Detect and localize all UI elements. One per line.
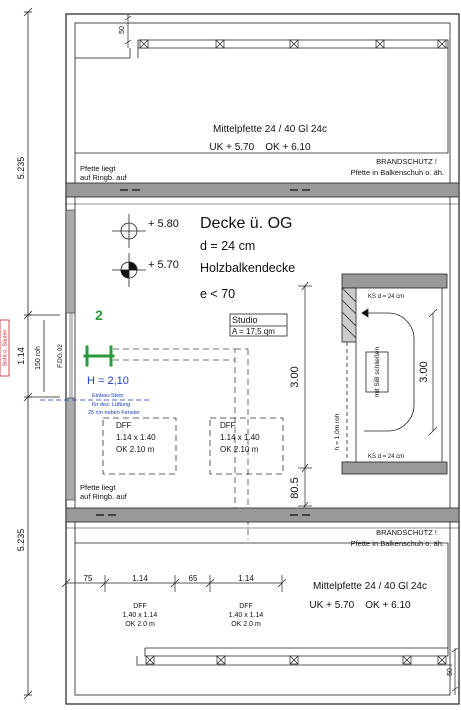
pfette-bottom-note-2: auf Ringb. auf (80, 492, 128, 501)
einbau-note-2: für dez. Lüftung (92, 402, 130, 408)
opening-dimensions (298, 281, 312, 511)
roof-window-4-label: DFF (239, 603, 253, 610)
ks-top-label: KS d = 24 cm (368, 294, 404, 300)
dim-bottom-114b: 1.14 (238, 574, 254, 583)
roof-window-1-ok: OK 2.10 m (116, 445, 155, 454)
top-purlin-posts (139, 39, 447, 49)
bottom-purlin-outline (75, 542, 452, 666)
left-wall-hatch (65, 209, 76, 501)
red-tag: Sicht o. Säulen (0, 319, 10, 377)
roof-window-2-ok: OK 2.10 m (220, 445, 259, 454)
beam-spacing: e < 70 (200, 287, 235, 301)
dim-bottom-65: 65 (189, 574, 198, 583)
dim-bottom-114a: 1.14 (132, 574, 148, 583)
top-small-dim (124, 14, 132, 48)
dim-bottom-small: 50 (447, 668, 454, 676)
bottom-purlin-posts (145, 655, 447, 665)
brandschutz-bottom-1: BRANDSCHUTZ ! (376, 528, 437, 537)
ks-bottom-label: KS d = 24 cm (368, 454, 404, 460)
stair-right-dim (428, 308, 438, 436)
outer-walls (65, 13, 460, 705)
dim-top-small: 50 (119, 26, 126, 34)
einbau-note-1: Einbau-Stein (92, 393, 124, 399)
brandschutz-top-1: BRANDSCHUTZ ! (376, 157, 437, 166)
pfette-bottom-note-1: Pfette liegt (80, 483, 116, 492)
top-beam-band (65, 182, 460, 205)
roof-window-2: DFF 1.14 x 1.40 OK 2.10 m (209, 417, 284, 475)
roof-window-3: DFF 1.40 x 1.14 OK 2.0 m (123, 603, 158, 628)
dim-left-mid: 1.14 (16, 347, 26, 365)
dim-window-rough: 150 roh (35, 346, 42, 370)
window-tag: F.DG.02 (57, 344, 64, 368)
dim-opening-height: 3.00 (289, 366, 301, 387)
level-marker-top (112, 214, 146, 248)
roof-window-1-label: DFF (116, 421, 132, 430)
top-purlin-levels: UK + 5.70 OK + 6.10 (209, 142, 311, 153)
bottom-beam-band (65, 507, 460, 529)
stair-height-note: h = 1,0m roh (334, 413, 341, 450)
roof-window-3-ok: OK 2.0 m (125, 621, 155, 628)
roof-window-1: DFF 1.14 x 1.40 OK 2.10 m (102, 417, 177, 475)
brandschutz-bottom-2: Pfette in Balkenschuh o. äh. (351, 539, 444, 548)
window-marker-symbol (83, 345, 115, 367)
roof-window-4-ok: OK 2.0 m (231, 621, 261, 628)
window-marker-number: 2 (95, 307, 103, 323)
stair-sib-label: mit SiB schließen (374, 347, 381, 398)
roof-window-4: DFF 1.40 x 1.14 OK 2.0 m (229, 603, 264, 628)
roof-window-1-size: 1.14 x 1.40 (116, 433, 156, 442)
level-top-label: + 5.80 (148, 218, 179, 230)
bottom-purlin-levels: UK + 5.70 OK + 6.10 (309, 600, 411, 611)
room-name: Studio (232, 315, 258, 325)
red-tag-text: Sicht o. Säulen (3, 330, 9, 367)
ceiling-type: Holzbalkendecke (200, 261, 295, 275)
top-purlin-outline (75, 39, 449, 154)
bottom-dim-chain (61, 575, 287, 592)
window-marker-height: H = 2,10 (87, 375, 129, 387)
roof-window-3-label: DFF (133, 603, 147, 610)
roof-window-2-label: DFF (220, 421, 236, 430)
stair-shaft-walls (341, 273, 448, 475)
bottom-purlin-title: Mittelpfette 24 / 40 Gl 24c (313, 581, 427, 592)
roof-window-4-size: 1.40 x 1.14 (229, 612, 264, 619)
room-label-box (229, 313, 288, 337)
dim-bottom-75: 75 (84, 574, 93, 583)
brandschutz-top-2: Pfette in Balkenschuh o. äh. (351, 168, 444, 177)
room-area: A = 17,5 qm (232, 327, 275, 336)
level-bottom-label: + 5.70 (148, 259, 179, 271)
roof-window-3-size: 1.40 x 1.14 (123, 612, 158, 619)
ceiling-thickness: d = 24 cm (200, 239, 255, 253)
left-dimension-chain (23, 7, 60, 700)
level-marker-bottom (112, 253, 146, 287)
ceiling-heading: Decke ü. OG (200, 215, 292, 232)
pfette-top-note-2: auf Ringb. auf (80, 173, 128, 182)
stair-dim-right: 3.00 (418, 361, 430, 382)
roof-window-2-size: 1.14 x 1.40 (220, 433, 260, 442)
pfette-top-note-1: Pfette liegt (80, 164, 116, 173)
dim-small: 80.5 (289, 477, 301, 498)
top-purlin-title: Mittelpfette 24 / 40 Gl 24c (213, 124, 327, 135)
stair-flight (361, 308, 415, 432)
dim-left-top: 5.235 (16, 157, 26, 180)
dim-left-bottom: 5.235 (16, 529, 26, 552)
einbau-note-3: 25 cm neben Fenster (88, 410, 140, 416)
room-dashed-outline (113, 348, 249, 540)
bottom-small-dim (451, 647, 459, 695)
